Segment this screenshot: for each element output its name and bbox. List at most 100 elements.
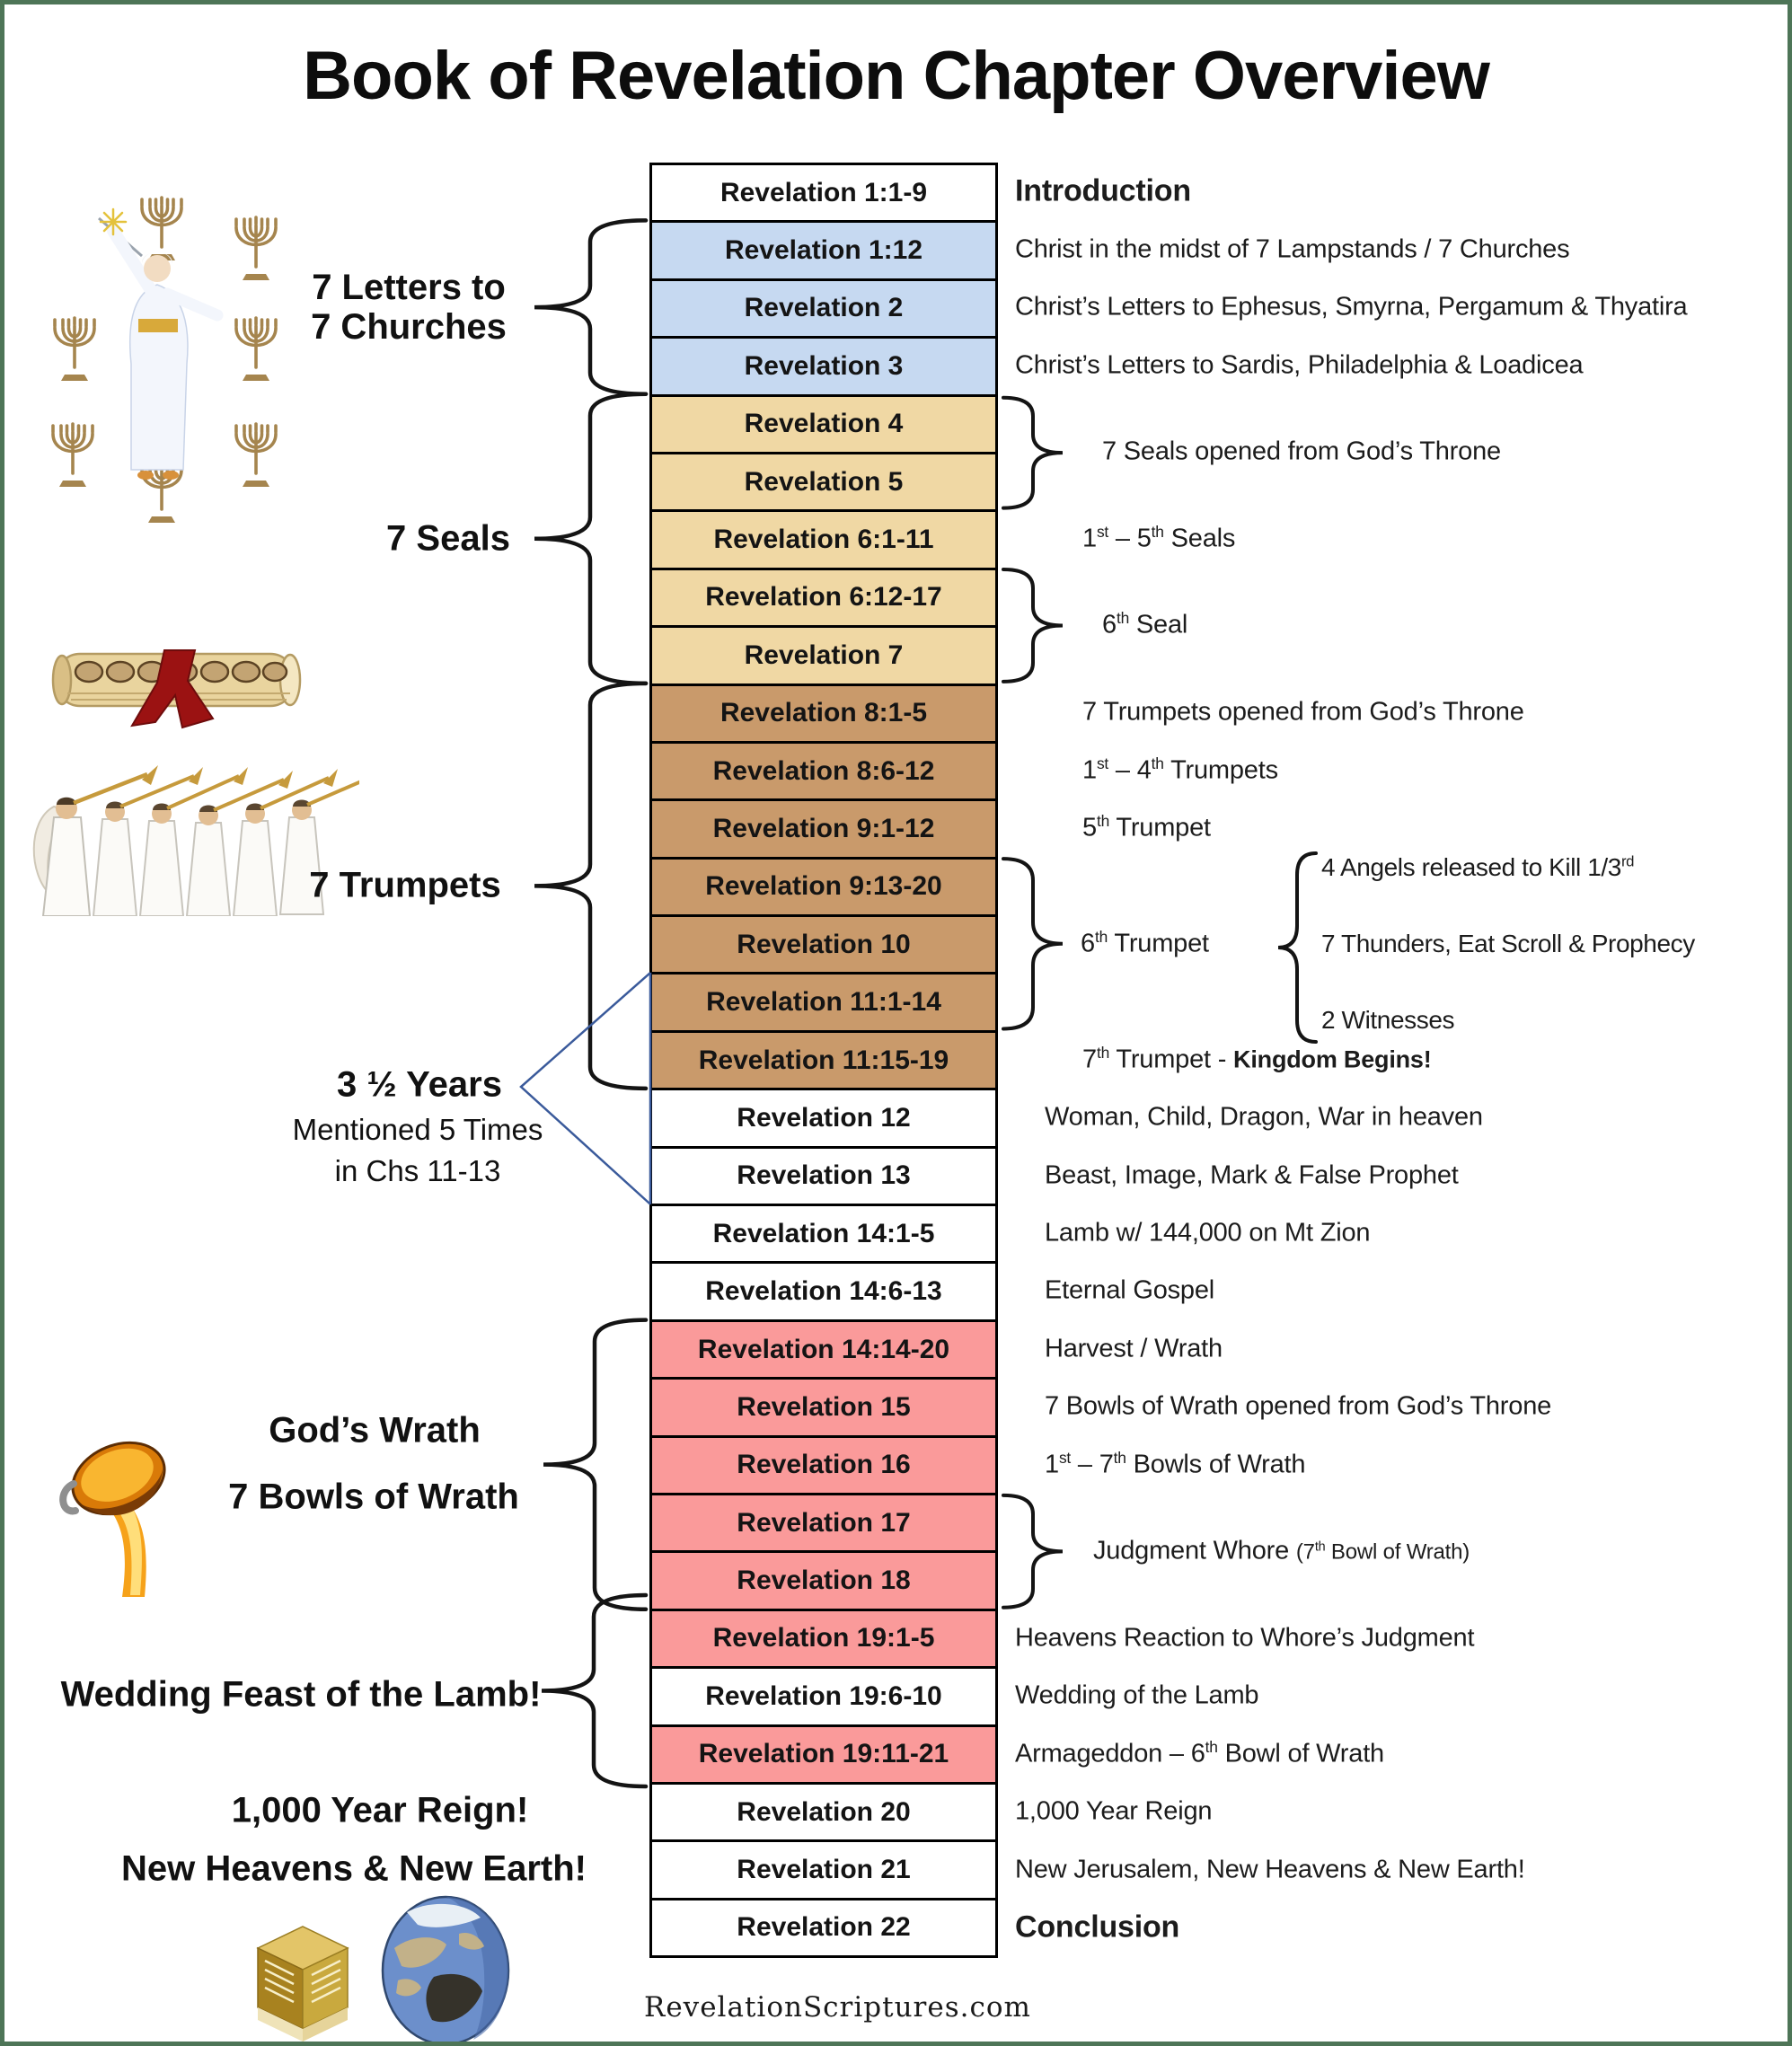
annotation-seven-thunders: 7 Thunders, Eat Scroll & Prophecy	[1321, 930, 1695, 958]
row-description: Wedding of the Lamb	[1015, 1681, 1259, 1711]
row-description: 7th Trumpet - Kingdom Begins!	[1082, 1045, 1432, 1074]
chapter-ref: Revelation 11:15-19	[698, 1045, 949, 1075]
row-description-text: Christ’s Letters to Ephesus, Smyrna, Per…	[1015, 292, 1688, 322]
row-description-text: Conclusion	[1015, 1909, 1180, 1945]
chapter-ref: Revelation 21	[737, 1855, 911, 1885]
table-row: Revelation 11:1-14	[652, 972, 995, 1030]
chapter-ref: Revelation 5	[744, 466, 904, 497]
table-row: Revelation 14:1-5	[652, 1204, 995, 1262]
pouring-bowl-of-wrath-icon	[59, 1441, 166, 1597]
site-footer: RevelationScriptures.com	[644, 1991, 1031, 2024]
chapter-ref: Revelation 19:6-10	[705, 1680, 942, 1711]
christ-among-seven-lampstands-icon	[51, 196, 278, 525]
label-seven-trumpets: 7 Trumpets	[309, 865, 501, 905]
annotation-sixth-seal-text: 6th Seal	[1102, 609, 1188, 639]
table-row: Revelation 5	[652, 451, 995, 510]
label-mentioned-5-times: Mentioned 5 Times	[292, 1113, 543, 1146]
row-description: New Jerusalem, New Heavens & New Earth!	[1015, 1855, 1525, 1884]
table-row: Revelation 14:6-13	[652, 1261, 995, 1319]
chapter-ref: Revelation 16	[737, 1450, 911, 1480]
table-row: Revelation 1:12	[652, 220, 995, 278]
row-description: Eternal Gospel	[1045, 1276, 1214, 1306]
brace-seven-seals	[534, 392, 649, 686]
label-1000-year-reign: 1,000 Year Reign!	[231, 1790, 529, 1830]
brace-wedding-feast	[541, 1592, 649, 1789]
annotation-two-witnesses: 2 Witnesses	[1321, 1005, 1455, 1035]
table-row: Revelation 6:1-11	[652, 509, 995, 568]
table-row: Revelation 22	[652, 1897, 995, 1956]
chapter-ref: Revelation 1:12	[724, 235, 923, 266]
table-row: Revelation 1:1-9	[652, 165, 995, 221]
table-row: Revelation 2	[652, 278, 995, 337]
chapter-ref: Revelation 6:12-17	[705, 582, 942, 613]
table-row: Revelation 15	[652, 1377, 995, 1435]
chapter-ref: Revelation 19:11-21	[698, 1739, 949, 1769]
table-row: Revelation 10	[652, 914, 995, 973]
annotation-sixth-trumpet: 6th Trumpet	[1081, 929, 1209, 958]
chapter-ref: Revelation 11:1-14	[706, 987, 941, 1018]
annotation-judgment-whore-text: Judgment Whore	[1093, 1536, 1296, 1565]
row-description: 1st – 7th Bowls of Wrath	[1045, 1450, 1306, 1479]
chapter-ref: Revelation 8:6-12	[712, 755, 935, 786]
row-description-text: 7 Trumpets opened from God’s Throne	[1082, 697, 1524, 727]
row-description: 1st – 4th Trumpets	[1082, 755, 1278, 785]
earth-globe-icon	[381, 1895, 510, 2042]
table-row: Revelation 19:11-21	[652, 1724, 995, 1782]
label-seven-letters: 7 Letters to 7 Churches	[311, 268, 507, 347]
row-description-note: Kingdom Begins!	[1233, 1045, 1432, 1073]
table-row: Revelation 14:14-20	[652, 1318, 995, 1378]
table-row: Revelation 18	[652, 1550, 995, 1609]
chapter-ref: Revelation 14:1-5	[712, 1218, 935, 1248]
brace-sixth-seal	[1002, 568, 1064, 683]
chapter-ref: Revelation 8:1-5	[719, 698, 928, 728]
table-row: Revelation 17	[652, 1492, 995, 1551]
chapter-ref: Revelation 10	[737, 929, 911, 959]
row-description: Christ’s Letters to Ephesus, Smyrna, Per…	[1015, 292, 1688, 322]
row-description: Heavens Reaction to Whore’s Judgment	[1015, 1623, 1475, 1653]
label-seven-seals: 7 Seals	[386, 518, 510, 559]
label-three-half-years: 3 ½ Years	[337, 1064, 502, 1105]
chapter-ref: Revelation 6:1-11	[713, 525, 934, 555]
table-row: Revelation 6:12-17	[652, 567, 995, 626]
row-description: 5th Trumpet	[1082, 813, 1211, 842]
row-description-text: 7 Bowls of Wrath opened from God’s Thron…	[1045, 1391, 1552, 1421]
row-description-text: Eternal Gospel	[1045, 1275, 1215, 1305]
brace-seven-letters	[534, 218, 649, 396]
table-row: Revelation 21	[652, 1839, 995, 1898]
annotation-judgment-whore: Judgment Whore (7th Bowl of Wrath)	[1093, 1537, 1470, 1566]
row-description: 7 Trumpets opened from God’s Throne	[1082, 698, 1524, 728]
chapter-ref: Revelation 1:1-9	[719, 177, 928, 207]
row-description: Christ in the midst of 7 Lampstands / 7 …	[1015, 234, 1570, 264]
chapter-ref: Revelation 17	[737, 1507, 911, 1538]
table-row: Revelation 13	[652, 1145, 995, 1204]
chapter-ref: Revelation 13	[737, 1160, 911, 1191]
chapter-ref: Revelation 2	[744, 293, 904, 323]
chapter-ref: Revelation 9:1-12	[712, 813, 935, 843]
brace-judgment-whore	[1002, 1493, 1064, 1609]
row-description-text: 7th Trumpet -	[1082, 1043, 1234, 1074]
table-row: Revelation 3	[652, 336, 995, 394]
row-description-text: Lamb w/ 144,000 on Mt Zion	[1045, 1218, 1371, 1248]
annotation-seals-opened: 7 Seals opened from God’s Throne	[1102, 437, 1501, 467]
row-description-text: New Jerusalem, New Heavens & New Earth!	[1015, 1855, 1525, 1884]
row-description: Lamb w/ 144,000 on Mt Zion	[1045, 1218, 1371, 1248]
label-seven-bowls: 7 Bowls of Wrath	[228, 1477, 519, 1517]
row-description: Introduction	[1015, 174, 1191, 209]
row-description: Christ’s Letters to Sardis, Philadelphia…	[1015, 350, 1584, 380]
label-in-chs-11-13: in Chs 11-13	[334, 1154, 501, 1187]
row-description: 1,000 Year Reign	[1015, 1797, 1213, 1827]
label-gods-wrath: God’s Wrath	[269, 1410, 481, 1451]
chapter-ref: Revelation 3	[744, 350, 904, 381]
table-row: Revelation 4	[652, 393, 995, 452]
annotation-seven-thunders-text: 7 Thunders, Eat Scroll & Prophecy	[1321, 929, 1695, 957]
seven-trumpet-angels-icon	[32, 765, 359, 916]
annotation-seals-opened-text: 7 Seals opened from God’s Throne	[1102, 437, 1501, 466]
table-row: Revelation 8:1-5	[652, 683, 995, 741]
annotation-two-witnesses-text: 2 Witnesses	[1321, 1005, 1455, 1034]
row-description: 1st – 5th Seals	[1082, 524, 1235, 553]
table-row: Revelation 20	[652, 1781, 995, 1840]
row-description-text: Woman, Child, Dragon, War in heaven	[1045, 1102, 1483, 1132]
brace-sixth-trumpet	[1002, 857, 1064, 1031]
